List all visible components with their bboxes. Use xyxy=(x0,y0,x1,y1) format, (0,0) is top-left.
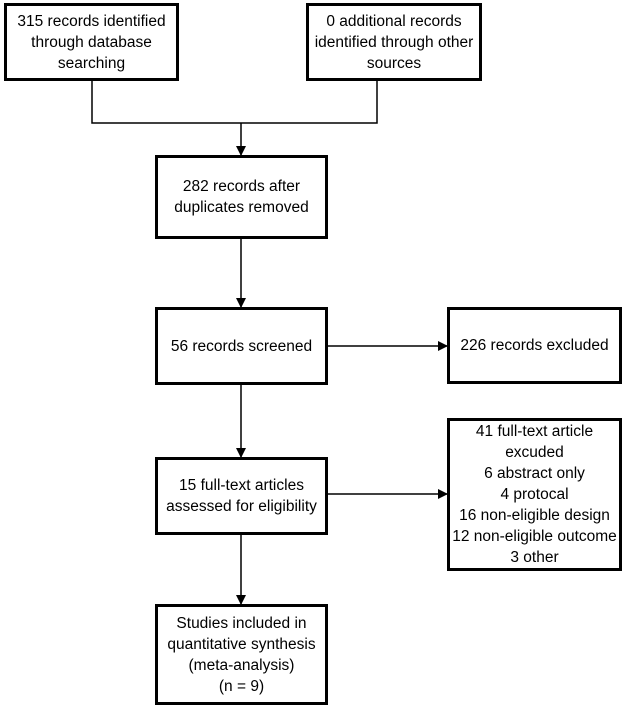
identified-other-text: 0 additional records identified through … xyxy=(314,12,474,72)
excluded-box: 226 records excluded xyxy=(447,307,622,384)
identified-db-box: 315 records identified through database … xyxy=(4,3,179,81)
after-duplicates-text: 282 records after duplicates removed xyxy=(174,178,309,216)
included-box: Studies included in quantitative synthes… xyxy=(155,604,328,705)
fulltext-excluded-box: 41 full-text article excuded 6 abstract … xyxy=(447,418,622,571)
included-text: Studies included in quantitative synthes… xyxy=(167,614,316,695)
excluded-text: 226 records excluded xyxy=(460,337,609,354)
merge-connector xyxy=(91,79,378,124)
screened-box: 56 records screened xyxy=(155,307,328,385)
identified-other-box: 0 additional records identified through … xyxy=(306,3,482,81)
screened-text: 56 records screened xyxy=(170,337,313,355)
identified-db-text: 315 records identified through database … xyxy=(17,12,166,72)
after-duplicates-box: 282 records after duplicates removed xyxy=(155,155,328,239)
fulltext-assessed-text: 15 full-text articles assessed for eligi… xyxy=(166,477,317,515)
fulltext-assessed-box: 15 full-text articles assessed for eligi… xyxy=(155,457,328,535)
fulltext-excluded-text: 41 full-text article excuded 6 abstract … xyxy=(452,423,617,566)
